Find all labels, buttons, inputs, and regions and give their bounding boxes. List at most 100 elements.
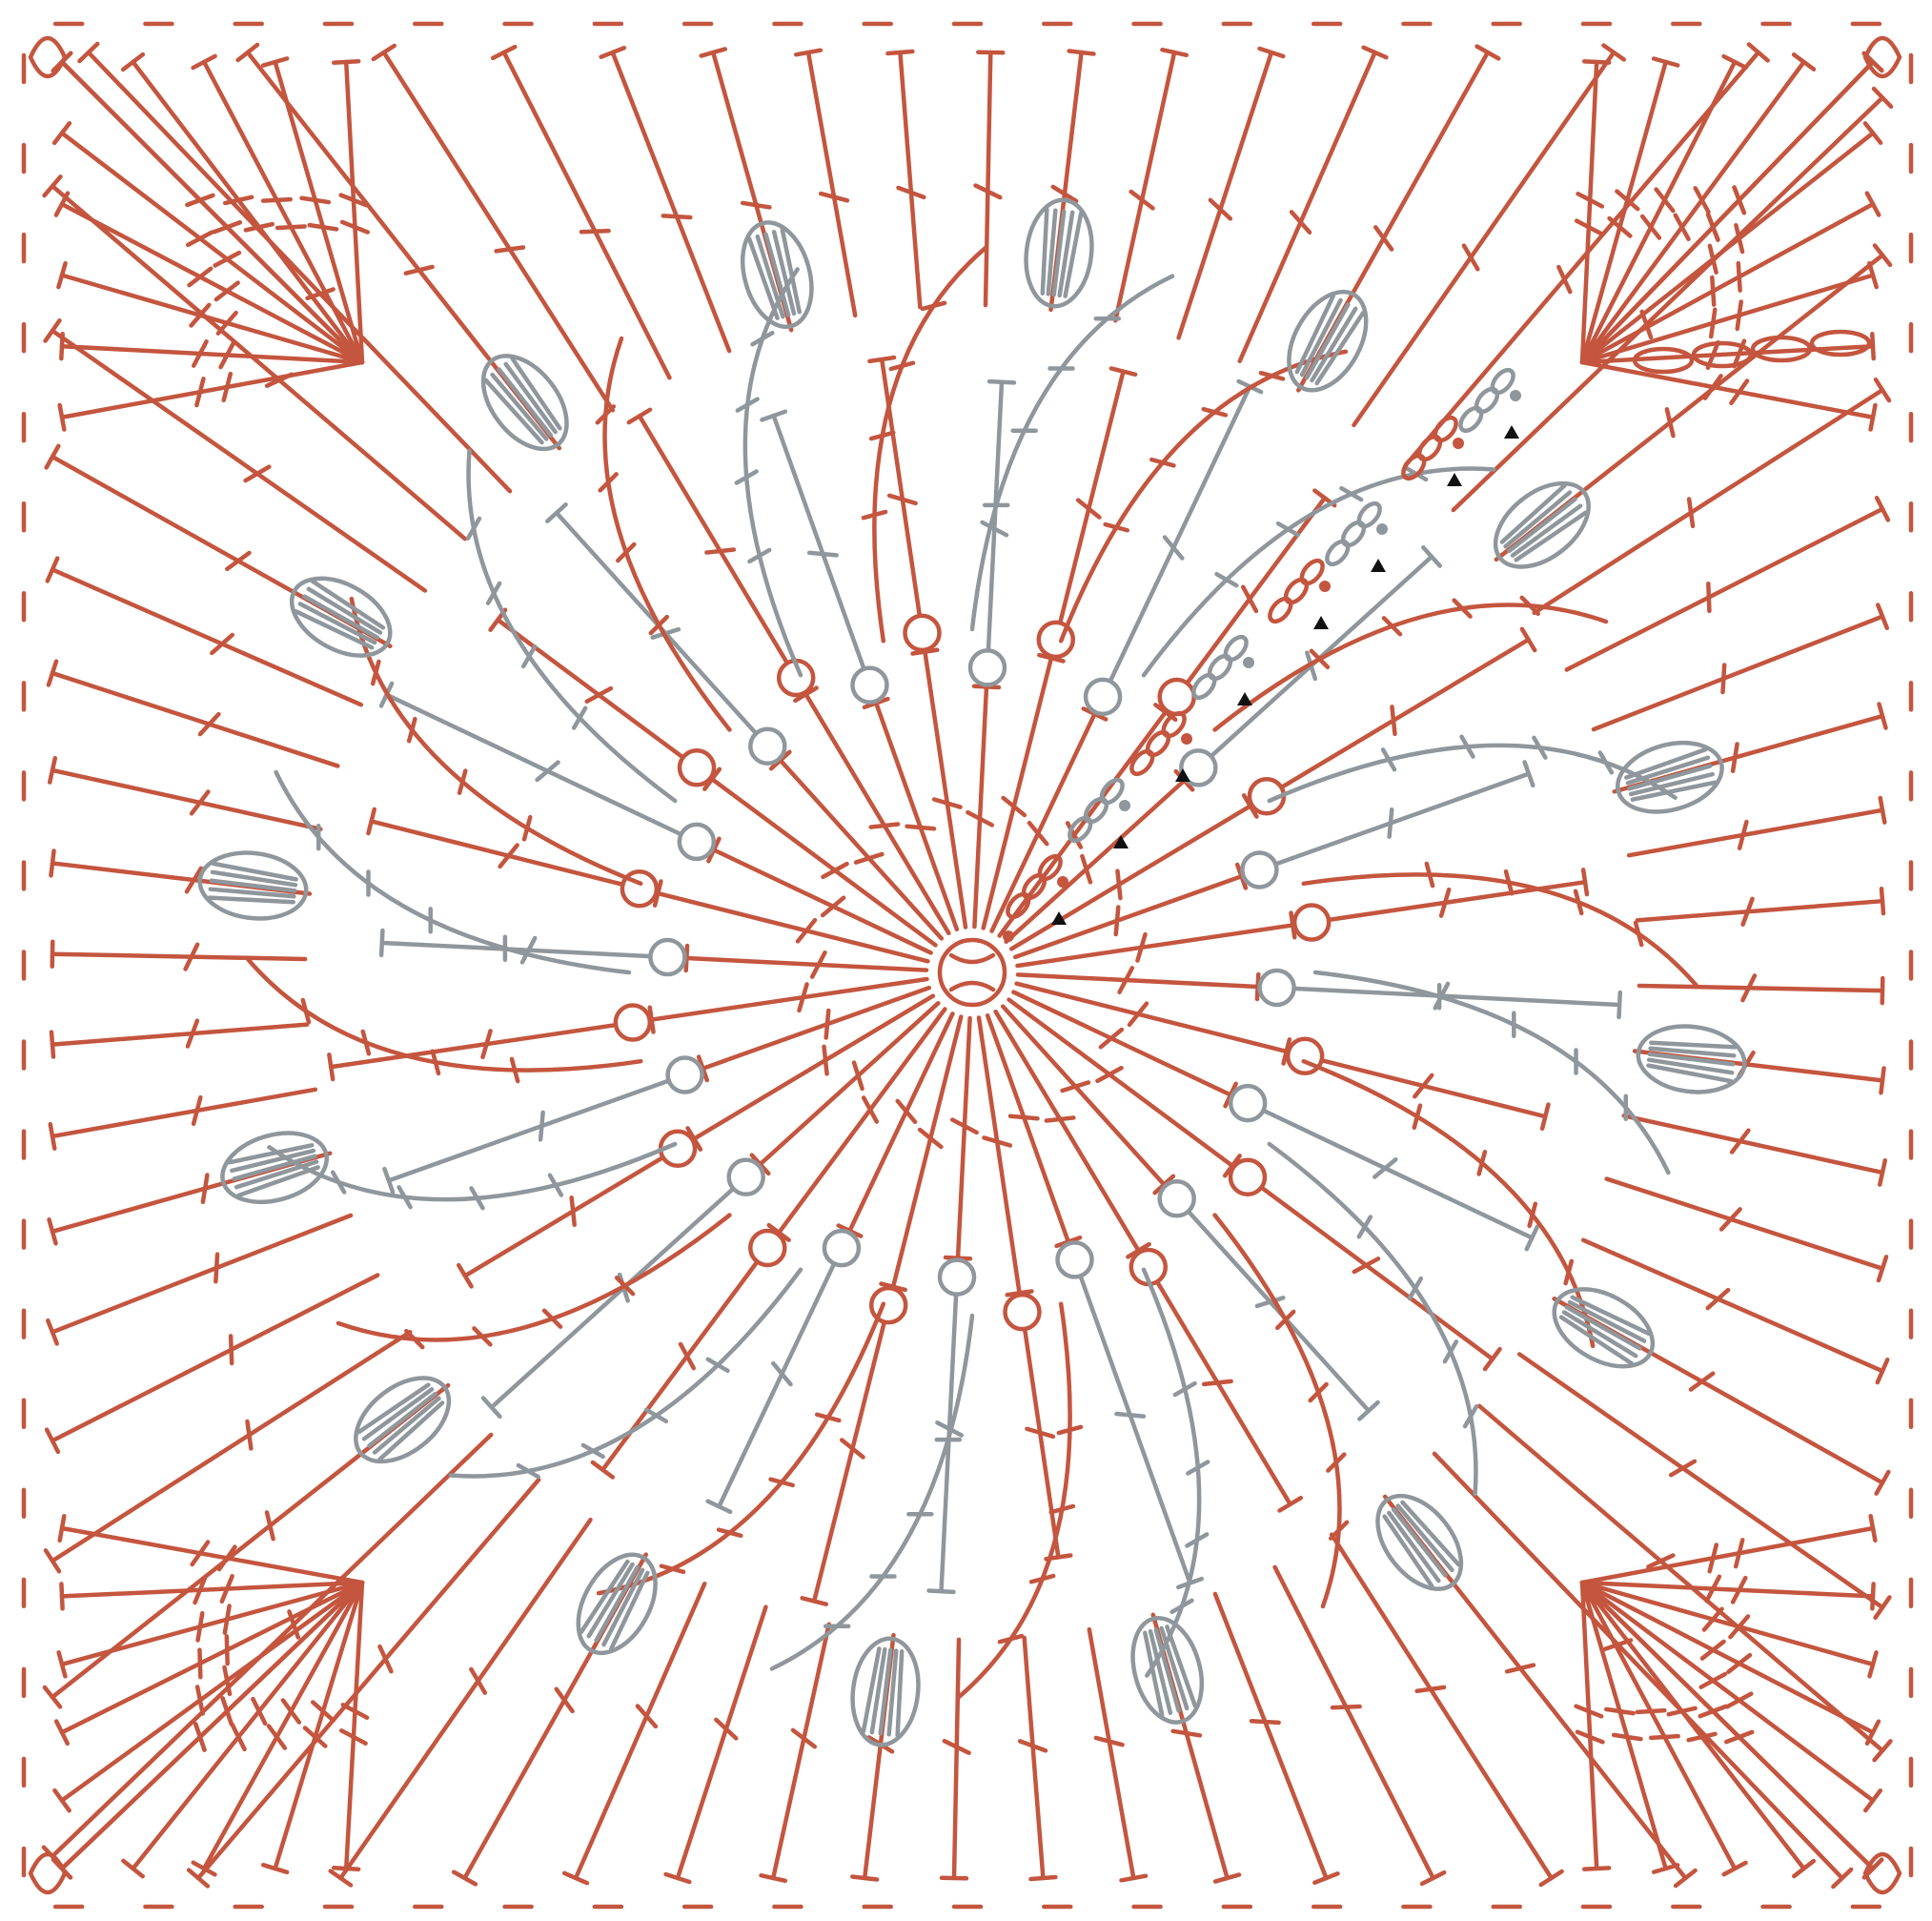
stitch-slash bbox=[1117, 966, 1135, 995]
stitch-top-bar bbox=[1277, 1495, 1304, 1513]
stitch-top-bar bbox=[45, 556, 60, 583]
corner-fan bbox=[51, 51, 370, 432]
long-stitch-arc bbox=[1141, 1267, 1202, 1678]
round2-dc-stitch bbox=[1280, 626, 1537, 789]
stitch-post bbox=[1155, 1280, 1292, 1507]
long-stitch-arc bbox=[1141, 466, 1496, 678]
stitch-slash bbox=[942, 1738, 971, 1755]
triangle-marker-icon bbox=[1447, 473, 1462, 486]
arc-tick bbox=[547, 1173, 564, 1197]
stitch-post bbox=[890, 1014, 964, 1289]
stitch-post bbox=[201, 59, 365, 365]
stitch-top-bar bbox=[1867, 260, 1879, 290]
stitch-top-bar bbox=[57, 1513, 67, 1543]
stitch-post bbox=[1015, 972, 1260, 990]
stitch-slash bbox=[853, 851, 885, 865]
chain-link bbox=[1129, 748, 1155, 777]
cluster-strand bbox=[586, 1562, 635, 1639]
stitch-slash bbox=[1698, 1704, 1728, 1719]
cluster-strand bbox=[869, 1646, 887, 1735]
stitch-slash bbox=[1387, 807, 1394, 839]
stitch-top-bar bbox=[47, 1217, 58, 1246]
treble-crochet-icon bbox=[1579, 53, 1748, 365]
stitch-post bbox=[951, 1637, 962, 1881]
stitch-post bbox=[59, 1580, 365, 1735]
stitch-slash bbox=[190, 1540, 211, 1567]
stitch-slash bbox=[1461, 243, 1480, 272]
chain-link bbox=[1433, 415, 1458, 443]
cluster-strand bbox=[1646, 1063, 1734, 1084]
stitch-post bbox=[711, 848, 933, 955]
stitch-slash bbox=[189, 302, 212, 328]
stitch-post bbox=[811, 1321, 886, 1604]
stitch-top-bar bbox=[1421, 545, 1442, 568]
stitch-slash bbox=[302, 1726, 328, 1748]
stitch-slash bbox=[194, 1685, 205, 1716]
cluster-strand bbox=[234, 1159, 319, 1190]
stitch-slash bbox=[1698, 1671, 1728, 1689]
cluster-strand bbox=[207, 895, 295, 905]
stitch-post bbox=[985, 1012, 1071, 1244]
long-stitch-arc bbox=[336, 1213, 732, 1342]
cluster-outline bbox=[850, 1636, 921, 1747]
cluster-strand bbox=[1148, 1628, 1173, 1715]
stitch-slash bbox=[193, 1575, 208, 1605]
arc-tick bbox=[330, 1170, 347, 1195]
outer-dc-stitch bbox=[1272, 1564, 1447, 1887]
join-stitch-circle bbox=[1257, 968, 1296, 1008]
join-stitch-circle bbox=[620, 869, 660, 909]
stitch-top-bar bbox=[49, 1030, 56, 1059]
stitch-slash bbox=[1414, 1685, 1447, 1694]
chain-oval-icon bbox=[1325, 501, 1382, 567]
stitch-top-bar bbox=[663, 1871, 692, 1885]
arc-tick bbox=[541, 1308, 563, 1329]
stitch-top-bar bbox=[42, 1685, 63, 1709]
arc-tick bbox=[1442, 1339, 1459, 1364]
stitch-slash bbox=[1686, 1731, 1718, 1743]
stitch-top-bar bbox=[1312, 1871, 1340, 1885]
cluster-strand bbox=[895, 1649, 905, 1738]
cluster-strand bbox=[1624, 746, 1708, 780]
stitch-slash bbox=[339, 1728, 368, 1746]
stitch-slash bbox=[194, 377, 206, 408]
arc-tick bbox=[397, 1185, 413, 1210]
stitch-slash bbox=[1050, 184, 1079, 204]
chain-oval-icon bbox=[1401, 415, 1458, 481]
stitch-slash bbox=[1075, 498, 1102, 520]
outer-dc-stitch bbox=[973, 50, 1006, 308]
stitch-post bbox=[675, 1604, 768, 1881]
stitch-post bbox=[489, 1187, 735, 1410]
stitch-post bbox=[59, 1580, 365, 1803]
stitch-post bbox=[384, 692, 682, 836]
outer-dc-stitch bbox=[1604, 1176, 1889, 1283]
stitch-slash bbox=[635, 1704, 659, 1729]
stitch-slash bbox=[1576, 192, 1605, 209]
dot-icon bbox=[1376, 523, 1388, 535]
join-stitch-circle bbox=[1291, 903, 1332, 942]
dot-icon bbox=[1181, 733, 1192, 745]
join-stitch-circle bbox=[677, 748, 717, 787]
treble-crochet-icon bbox=[331, 59, 370, 365]
stitch-post bbox=[997, 709, 1169, 938]
chain-link bbox=[1299, 558, 1325, 586]
stitch-post bbox=[59, 343, 365, 365]
stitch-top-bar bbox=[1581, 1866, 1612, 1871]
ring-inner-arc bbox=[948, 952, 996, 992]
stitch-post bbox=[1058, 369, 1126, 623]
corner-fan bbox=[1574, 51, 1884, 432]
corner-fan bbox=[51, 1513, 370, 1880]
stitch-post bbox=[1579, 343, 1876, 365]
stitch-slash bbox=[1611, 1732, 1643, 1742]
treble-crochet-icon bbox=[1579, 1580, 1879, 1679]
long-stitch-arc bbox=[1058, 349, 1349, 644]
treble-crochet-icon bbox=[191, 1580, 365, 1877]
stitch-post bbox=[1579, 201, 1876, 365]
stitch-slash bbox=[193, 1722, 207, 1752]
stitch-slash bbox=[1044, 1115, 1076, 1123]
stitch-slash bbox=[264, 1510, 275, 1542]
cluster-strand bbox=[1564, 1304, 1642, 1351]
stitch-slash bbox=[1735, 299, 1743, 332]
cluster-strand bbox=[1143, 1630, 1165, 1718]
stitch-slash bbox=[1017, 1739, 1048, 1753]
stitch-slash bbox=[191, 339, 209, 368]
